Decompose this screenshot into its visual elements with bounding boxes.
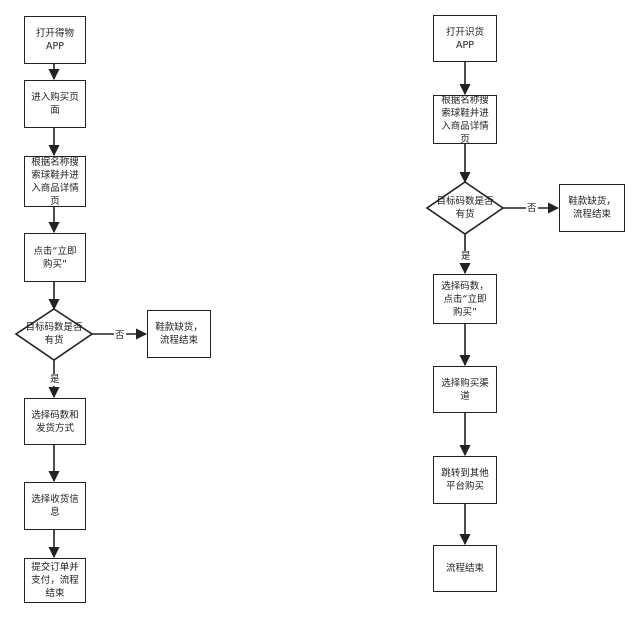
node-click-buy-now: 点击“立即购买” — [24, 233, 86, 282]
label-yes: 是 — [49, 374, 61, 386]
node-r-flow-end: 流程结束 — [433, 545, 497, 592]
node-r-search-product-details: 根据名称搜索球鞋并进入商品详情页 — [433, 95, 497, 144]
decision-text-r-has-size: 目标码数是否有货 — [436, 196, 494, 220]
node-submit-and-pay: 提交订单并支付，流程结束 — [24, 558, 86, 603]
node-enter-buy-page: 进入购买页面 — [24, 80, 86, 128]
node-r-choose-channel: 选择购买渠道 — [433, 366, 497, 413]
label-no: 否 — [114, 330, 126, 342]
decision-text-has-size: 目标码数是否有货 — [25, 322, 83, 346]
node-search-product-details: 根据名称搜索球鞋并进入商品详情页 — [24, 156, 86, 207]
left-decision-diamond — [14, 308, 94, 361]
label-r-yes: 是 — [460, 251, 472, 263]
node-choose-size-shipping: 选择码数和发货方式 — [24, 398, 86, 445]
node-open-dewu-app: 打开得物APP — [24, 16, 86, 64]
node-r-jump-other-platform: 跳转到其他平台购买 — [433, 456, 497, 504]
right-decision-diamond — [425, 181, 505, 235]
node-choose-address: 选择收货信息 — [24, 482, 86, 530]
node-r-choose-size-buy: 选择码数，点击“立即购买” — [433, 274, 497, 324]
node-open-shihuo-app: 打开识货APP — [433, 15, 497, 62]
node-out-of-stock-end: 鞋款缺货，流程结束 — [147, 310, 211, 358]
label-r-no: 否 — [526, 203, 538, 215]
node-r-out-of-stock-end: 鞋款缺货，流程结束 — [559, 184, 625, 232]
